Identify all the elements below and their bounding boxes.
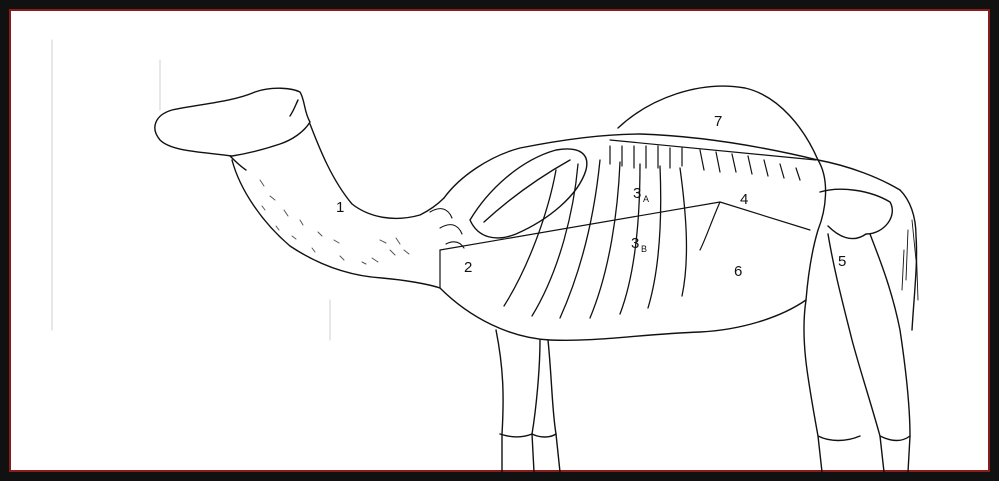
scapula [470,149,587,238]
label-2: 2 [464,259,472,276]
vertebrae [610,146,800,180]
camel-neck [232,160,440,288]
tail [900,190,917,330]
label-3b-sub: B [641,244,647,254]
region-divider-lower [440,202,810,250]
label-3a: 3 [633,185,641,202]
region-labels: 1 2 3 A 3 B 4 5 6 7 [336,113,846,280]
label-3a-sub: A [643,194,649,204]
region-divider-upper [610,140,816,160]
label-6: 6 [734,263,742,280]
hind-leg [804,300,822,472]
scan-artifacts [52,40,330,340]
neck-shading [260,180,409,264]
label-1: 1 [336,199,344,216]
back-line [444,134,900,198]
cervical-vertebrae [430,209,464,248]
ear-line [290,100,298,116]
label-5: 5 [838,253,846,270]
label-4: 4 [740,191,748,208]
front-leg [496,330,503,472]
label-7: 7 [714,113,722,130]
label-3b: 3 [631,235,639,252]
belly-line [440,288,806,340]
camel-head [155,88,310,156]
